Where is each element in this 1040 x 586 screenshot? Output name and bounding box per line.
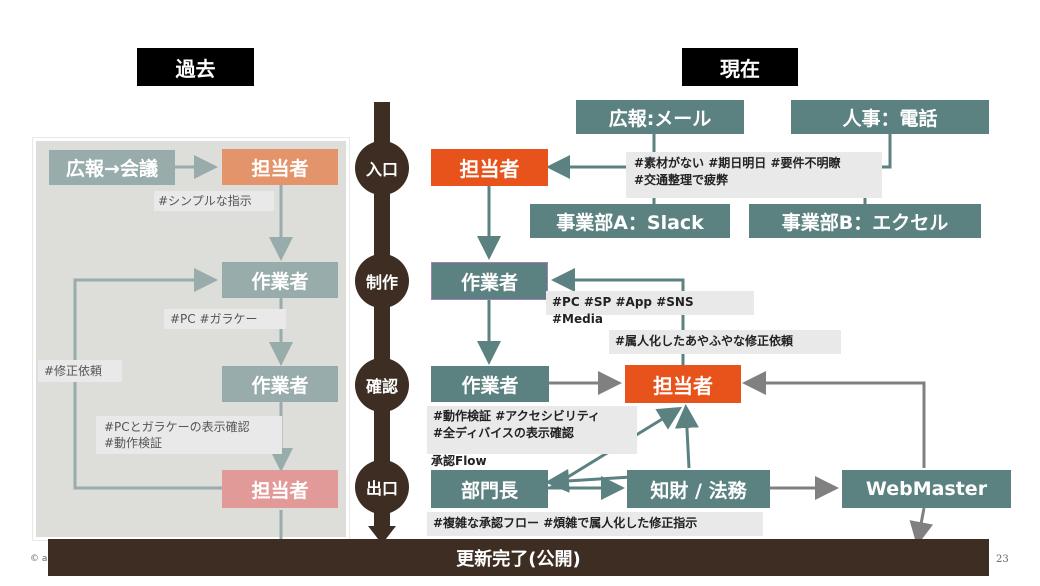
past-note-check-line1: #PCとガラケーの表示確認 <box>104 420 250 434</box>
present-worker-make-box: 作業者 <box>431 262 548 300</box>
past-worker1-box: 作業者 <box>222 262 338 298</box>
present-webmaster-box: WebMaster <box>842 470 1011 508</box>
past-meeting-box: 広報→会議 <box>49 150 175 185</box>
present-hr-phone-box: 人事：電話 <box>791 100 989 134</box>
present-header: 現在 <box>682 48 798 86</box>
past-note-check-line2: #動作検証 <box>104 436 163 450</box>
stage-entry: 入口 <box>355 141 409 195</box>
present-legal-box: 知財 / 法務 <box>627 470 770 508</box>
present-note-check-line1: #動作検証 #アクセシビリティ <box>433 409 600 423</box>
present-note-check: #動作検証 #アクセシビリティ #全ディバイスの表示確認 <box>427 406 637 454</box>
footer-complete-bar: 更新完了(公開) <box>48 539 989 576</box>
stage-production: 制作 <box>355 254 409 308</box>
past-header: 過去 <box>137 48 254 86</box>
present-pr-mail-box: 広報:メール <box>576 100 744 134</box>
present-dept-b-box: 事業部B：エクセル <box>749 204 981 238</box>
present-worker-check-box: 作業者 <box>431 366 549 402</box>
past-note-revision: #修正依頼 <box>38 360 122 382</box>
past-note-pc-garake: #PC #ガラケー <box>164 309 286 329</box>
past-note-check: #PCとガラケーの表示確認 #動作検証 <box>96 416 282 454</box>
present-dept-a-box: 事業部A：Slack <box>530 204 730 238</box>
present-note-devices: #PC #SP #App #SNS #Media <box>546 291 754 326</box>
present-owner-entry-box: 担当者 <box>431 149 548 186</box>
present-owner-check-box: 担当者 <box>625 365 741 403</box>
past-owner-top-box: 担当者 <box>222 149 338 185</box>
past-note-simple: #シンプルな指示 <box>154 191 274 211</box>
present-note-entry: #素材がない #期日明日 #要件不明瞭 #交通整理で疲弊 <box>626 152 882 198</box>
present-note-entry-line1: #素材がない #期日明日 #要件不明瞭 <box>634 156 841 170</box>
past-worker2-box: 作業者 <box>222 366 338 402</box>
present-note-check-line2: #全ディバイスの表示確認 <box>433 426 574 440</box>
past-owner-bottom-box: 担当者 <box>222 470 338 508</box>
present-manager-box: 部門長 <box>431 470 548 508</box>
present-note-personal: #属人化したあやふやな修正依頼 <box>609 330 841 354</box>
stage-review: 確認 <box>355 358 409 412</box>
page-number: 23 <box>996 554 1009 565</box>
present-note-exit: #複雑な承認フロー #煩雑で属人化した修正指示 <box>427 512 763 536</box>
present-note-approval-flow: 承認Flow <box>431 454 487 468</box>
copyright-text: © an <box>30 554 54 564</box>
present-note-entry-line2: #交通整理で疲弊 <box>634 173 729 187</box>
stage-exit: 出口 <box>355 460 409 514</box>
